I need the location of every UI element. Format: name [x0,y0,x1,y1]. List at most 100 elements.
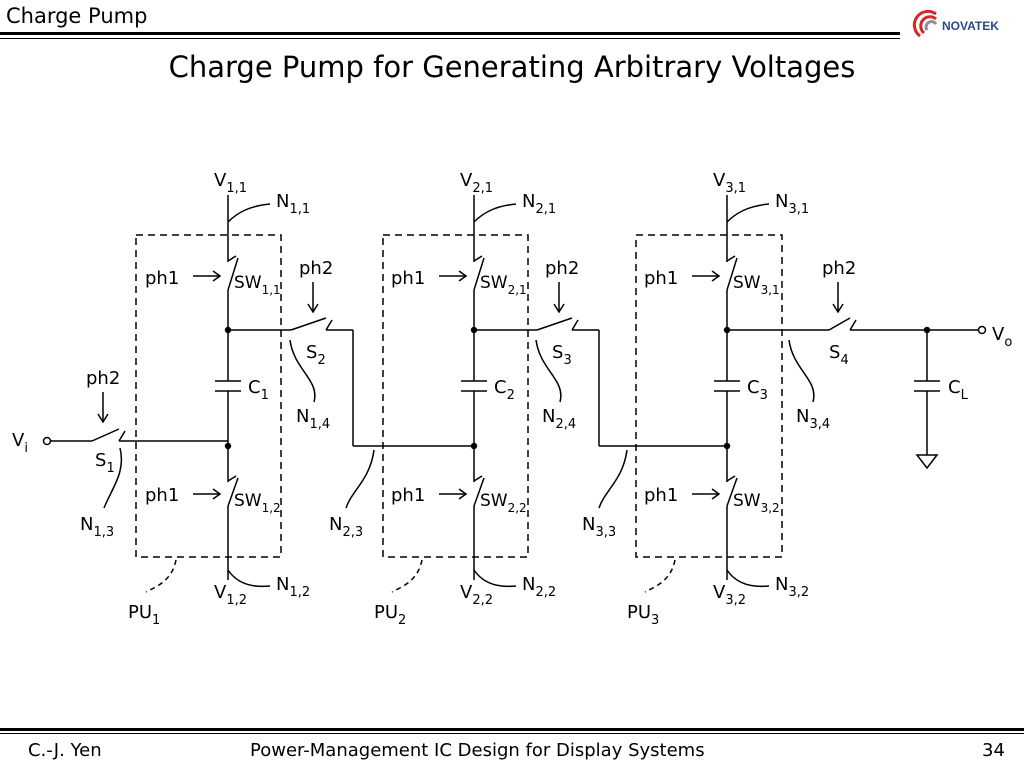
output-switch-tick [849,319,857,331]
stage-2-top-node-label: N2,1 [522,191,556,217]
stage-1-bottom-node-leader [227,569,271,588]
input-switch-node-label: N1,3 [80,514,114,540]
stage-1-top-phase-arrow-head [212,270,222,282]
stage-2-transfer-node-leader [535,339,562,403]
stage-2-transfer-switch-blade [536,317,573,331]
stage-2-transfer-phase-label: ph2 [545,258,579,279]
stage-1-bottom-voltage-label: V1,2 [214,582,247,608]
stage-1-top-phase-label: ph1 [145,268,179,289]
stage-3-top-node-leader [726,203,770,223]
stage-1-bottom-switch-tick [227,475,237,482]
stage-3-top-phase-label: ph1 [644,268,678,289]
page-number: 34 [982,740,1005,761]
stage-3-bottom-phase-arrow-head [711,488,721,500]
stage-2-bottom-phase-label: ph1 [391,485,425,506]
stage-2-bottom-switch-blade [473,477,485,507]
stage-2-top-switch-label: SW2,1 [480,273,527,297]
stage-1-top-switch-label: SW1,1 [234,273,281,297]
stage-3-top-node-label: N3,1 [775,191,809,217]
stage-3-bottom-phase-label: ph1 [644,485,678,506]
stage-1-top-switch-blade [227,257,239,291]
stage-3-bottom-node-leader [726,569,770,588]
stage-3-top-switch-label: SW3,1 [733,273,780,297]
footer-author: C.-J. Yen [28,740,102,761]
stage-3-unit-leader [644,559,676,593]
stage-2-unit-box [382,234,529,558]
output-terminal [977,325,987,335]
stage-1-top-node-label: N1,1 [276,191,310,217]
stage-2-unit-label: PU2 [374,602,406,628]
stage-1-transfer-switch-label: S2 [306,342,326,368]
stage-2-bottom-switch-tick [473,475,483,482]
stage-1-unit-leader [145,559,177,593]
stage-3-top-voltage-label: V3,1 [713,170,746,196]
stage-2-top-node-leader [473,203,517,223]
stage-2-top-phase-arrow-head [458,270,468,282]
stage-1-transfer-switch-tick [325,319,333,331]
stage-3-bottom-switch-tick [726,475,736,482]
stage-2-bottom-node-leader [473,569,517,588]
stage-3-top-phase-arrow-head [711,270,721,282]
stage-3-capacitor-label: C3 [747,377,768,403]
stage-3-bottom-voltage-label: V3,2 [713,582,746,608]
stage-1-bottom-phase-arrow-head [212,488,222,500]
stage-3-input-node-label: N3,3 [582,514,616,540]
input-switch-label: S1 [95,450,115,476]
stage-2-bottom-voltage-label: V2,2 [460,582,493,608]
stage-3-unit-box [635,234,783,558]
stage-1-transfer-phase-label: ph2 [299,258,333,279]
header-rule-thin [0,38,900,39]
stage-1-transfer-node-leader [289,339,316,403]
slide-title: Charge Pump for Generating Arbitrary Vol… [168,50,856,84]
stage-2-input-node-leader [345,449,375,509]
section-title: Charge Pump [6,4,148,28]
output-switch-label: S4 [829,342,849,368]
stage-2-unit-leader [391,559,423,593]
footer-rule [0,728,1024,731]
input-switch-phase-arrow-head [97,413,109,424]
stage-2-capacitor-label: C2 [494,377,515,403]
logo-swirl-mid [919,15,937,35]
company-logo: NOVATEK [912,9,999,38]
stage-1-unit-label: PU1 [128,602,160,628]
stage-3-bottom-node-label: N3,2 [775,574,809,600]
output-switch-node-leader [788,339,815,403]
stage-3-input-node-leader [598,449,628,509]
stage-3-top-switch-tick [726,255,736,262]
input-switch-node-leader [103,447,123,509]
input-voltage-label: Vi [12,430,28,456]
stage-1-bottom-switch-label: SW1,2 [234,491,281,515]
stage-1-top-voltage-label: V1,1 [214,170,247,196]
stage-1-transfer-node-label: N1,4 [296,406,330,432]
stage-1-top-node-leader [227,203,271,223]
output-switch-blade [828,317,851,331]
footer-course: Power-Management IC Design for Display S… [250,740,705,761]
stage-3-unit-label: PU3 [627,602,659,628]
input-switch-blade [91,428,120,442]
stage-3-bottom-switch-blade [726,477,738,507]
stage-2-top-phase-label: ph1 [391,268,425,289]
stage-2-transfer-switch-label: S3 [552,342,572,368]
stage-2-input-node-label: N2,3 [329,514,363,540]
input-switch-tick [118,430,126,442]
logo-swirl-inner [924,20,938,31]
input-switch-phase-label: ph2 [86,368,120,389]
output-switch-phase-arrow-head [832,303,844,314]
stage-1-transfer-switch-blade [290,317,327,331]
footer-rule-thin [0,733,1024,734]
logo-wordmark: NOVATEK [942,19,999,33]
stage-2-top-switch-tick [473,255,483,262]
stage-2-top-voltage-label: V2,1 [460,170,493,196]
stage-2-top-switch-blade [473,257,485,291]
stage-1-bottom-node-label: N1,2 [276,574,310,600]
stage-1-capacitor-label: C1 [248,377,269,403]
logo-swirl-outer [912,9,937,38]
stage-1-transfer-phase-arrow-head [307,303,319,314]
stage-2-bottom-node-label: N2,2 [522,574,556,600]
stage-2-transfer-node-label: N2,4 [542,406,576,432]
stage-2-transfer-phase-arrow-head [553,303,565,314]
output-switch-node-label: N3,4 [796,406,830,432]
ground-icon [915,454,939,470]
stage-3-top-switch-blade [726,257,738,291]
